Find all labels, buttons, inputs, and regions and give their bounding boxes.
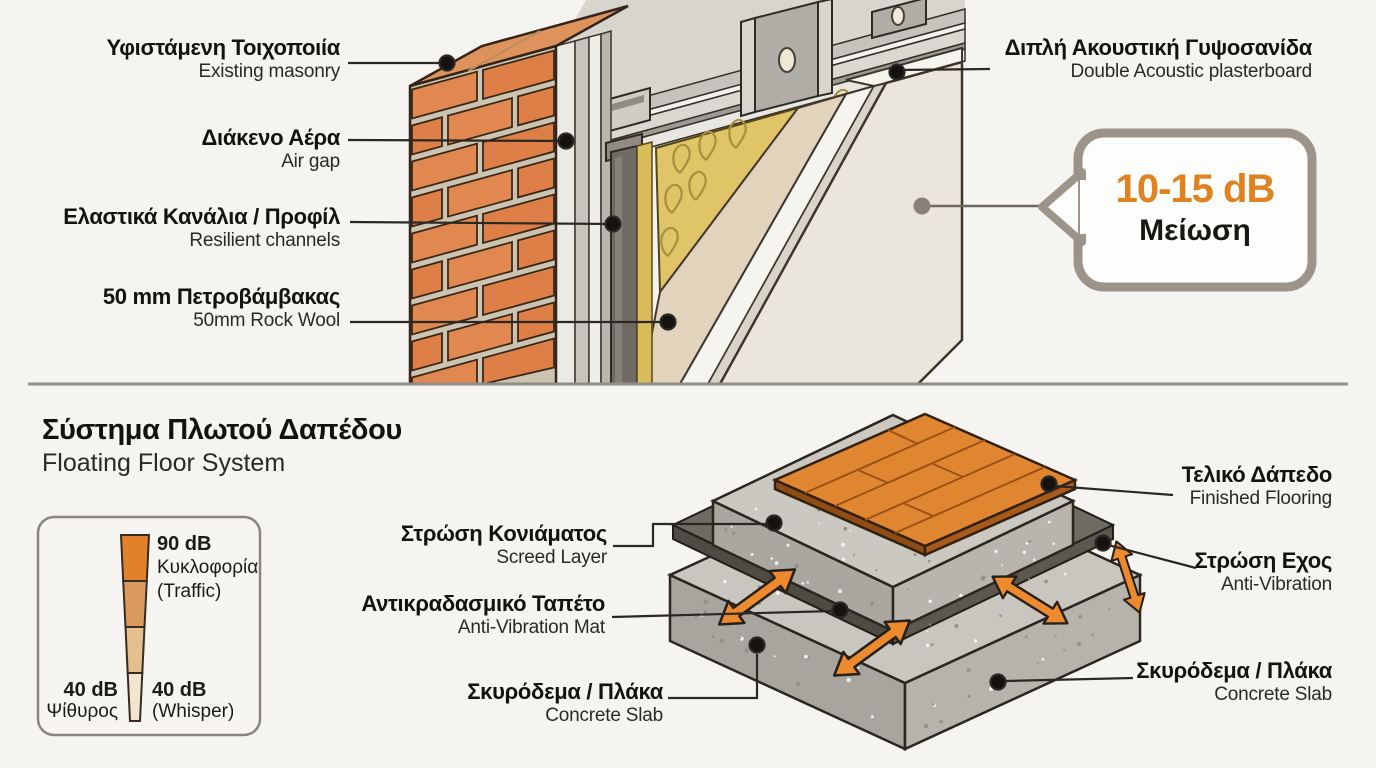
label-air-gap-el: Διάκενο Αέρα [201,125,341,150]
label-screed: Στρώση Κονιάματος Screed Layer [400,521,607,568]
label-concrete-slab-left-el: Σκυρόδεμα / Πλάκα [467,679,663,704]
legend-40db-left: 40 dB [63,679,118,701]
label-concrete-slab-right-en: Concrete Slab [1214,683,1332,705]
db-reduction-value: 10-15 dB [1115,167,1276,211]
label-anti-vibration-right-en: Anti-Vibration [1221,573,1332,595]
db-reduction-callout: 10-15 dB Μείωση [1082,167,1308,248]
floor-title-el: Σύστημα Πλωτού Δαπέδου [42,414,402,446]
label-finished-flooring-en: Finished Flooring [1189,487,1333,509]
label-concrete-slab-left-en: Concrete Slab [545,704,663,726]
db-reduction-caption: Μείωση [1139,214,1251,247]
label-screed-en: Screed Layer [496,546,607,568]
label-air-gap-en: Air gap [281,150,340,172]
label-rock-wool-el: 50 mm Πετροβάμβακας [102,284,340,309]
legend-traffic-el: Κυκλοφορία [157,557,259,578]
floor-leader-lines [611,475,1197,700]
wall-leader-lines [347,54,991,331]
label-rock-wool-en: 50mm Rock Wool [193,309,340,331]
label-anti-vibration-right-el: Στρώση Εχος [1194,548,1332,573]
floor-diagram [667,412,1151,751]
label-resilient-channels: Ελαστικά Κανάλια / Προφίλ Resilient chan… [63,204,340,251]
small-channel [605,86,651,134]
wall-diagram [408,0,966,386]
legend-40db-right: 40 dB [152,679,207,701]
db-legend [36,515,262,737]
callout-leader [913,197,1048,215]
metal-stud-far [871,0,927,40]
label-existing-masonry: Υφιστάμενη Τοιχοποιία Existing masonry [106,35,341,82]
legend-90db: 90 dB [157,533,212,555]
label-plasterboard-en: Double Acoustic plasterboard [1070,60,1312,82]
metal-stud [740,0,833,118]
label-concrete-slab-right: Σκυρόδεμα / Πλάκα Concrete Slab [1136,658,1332,705]
label-resilient-channels-el: Ελαστικά Κανάλια / Προφίλ [63,204,340,229]
floor-title-en: Floating Floor System [42,449,286,477]
air-gap-layers [555,29,612,385]
label-concrete-slab-left: Σκυρόδεμα / Πλάκα Concrete Slab [467,679,663,726]
rock-wool-sliver [636,141,653,385]
label-anti-vibration-mat: Αντικραδασμικό Ταπέτο Anti-Vibration Mat [361,591,605,638]
finished-flooring [771,412,1079,557]
label-plasterboard-el: Διπλή Ακουστική Γυψοσανίδα [1004,35,1313,60]
legend-whisper-el: Ψίθυρος [46,701,118,722]
label-concrete-slab-right-el: Σκυρόδεμα / Πλάκα [1136,658,1332,683]
db-scale-bar [119,534,151,722]
legend-traffic-en: (Traffic) [157,581,222,602]
callout-bubble [1038,128,1317,292]
label-resilient-channels-en: Resilient channels [189,229,340,251]
label-existing-masonry-en: Existing masonry [198,60,341,82]
label-anti-vibration-mat-en: Anti-Vibration Mat [457,616,605,638]
label-finished-flooring-el: Τελικό Δάπεδο [1181,462,1333,487]
label-rock-wool: 50 mm Πετροβάμβακας 50mm Rock Wool [102,284,340,331]
label-existing-masonry-el: Υφιστάμενη Τοιχοποιία [106,35,340,60]
label-finished-flooring: Τελικό Δάπεδο Finished Flooring [1181,462,1333,509]
label-air-gap: Διάκενο Αέρα Air gap [201,125,341,172]
floor-section-title: Σύστημα Πλωτού Δαπέδου Floating Floor Sy… [42,414,402,478]
label-anti-vibration-mat-el: Αντικραδασμικό Ταπέτο [361,591,605,616]
label-anti-vibration-right: Στρώση Εχος Anti-Vibration [1194,548,1332,595]
label-screed-el: Στρώση Κονιάματος [400,521,607,546]
label-plasterboard: Διπλή Ακουστική Γυψοσανίδα Double Acoust… [1004,35,1313,82]
legend-whisper-en: (Whisper) [152,701,235,722]
masonry-wall [408,4,629,386]
